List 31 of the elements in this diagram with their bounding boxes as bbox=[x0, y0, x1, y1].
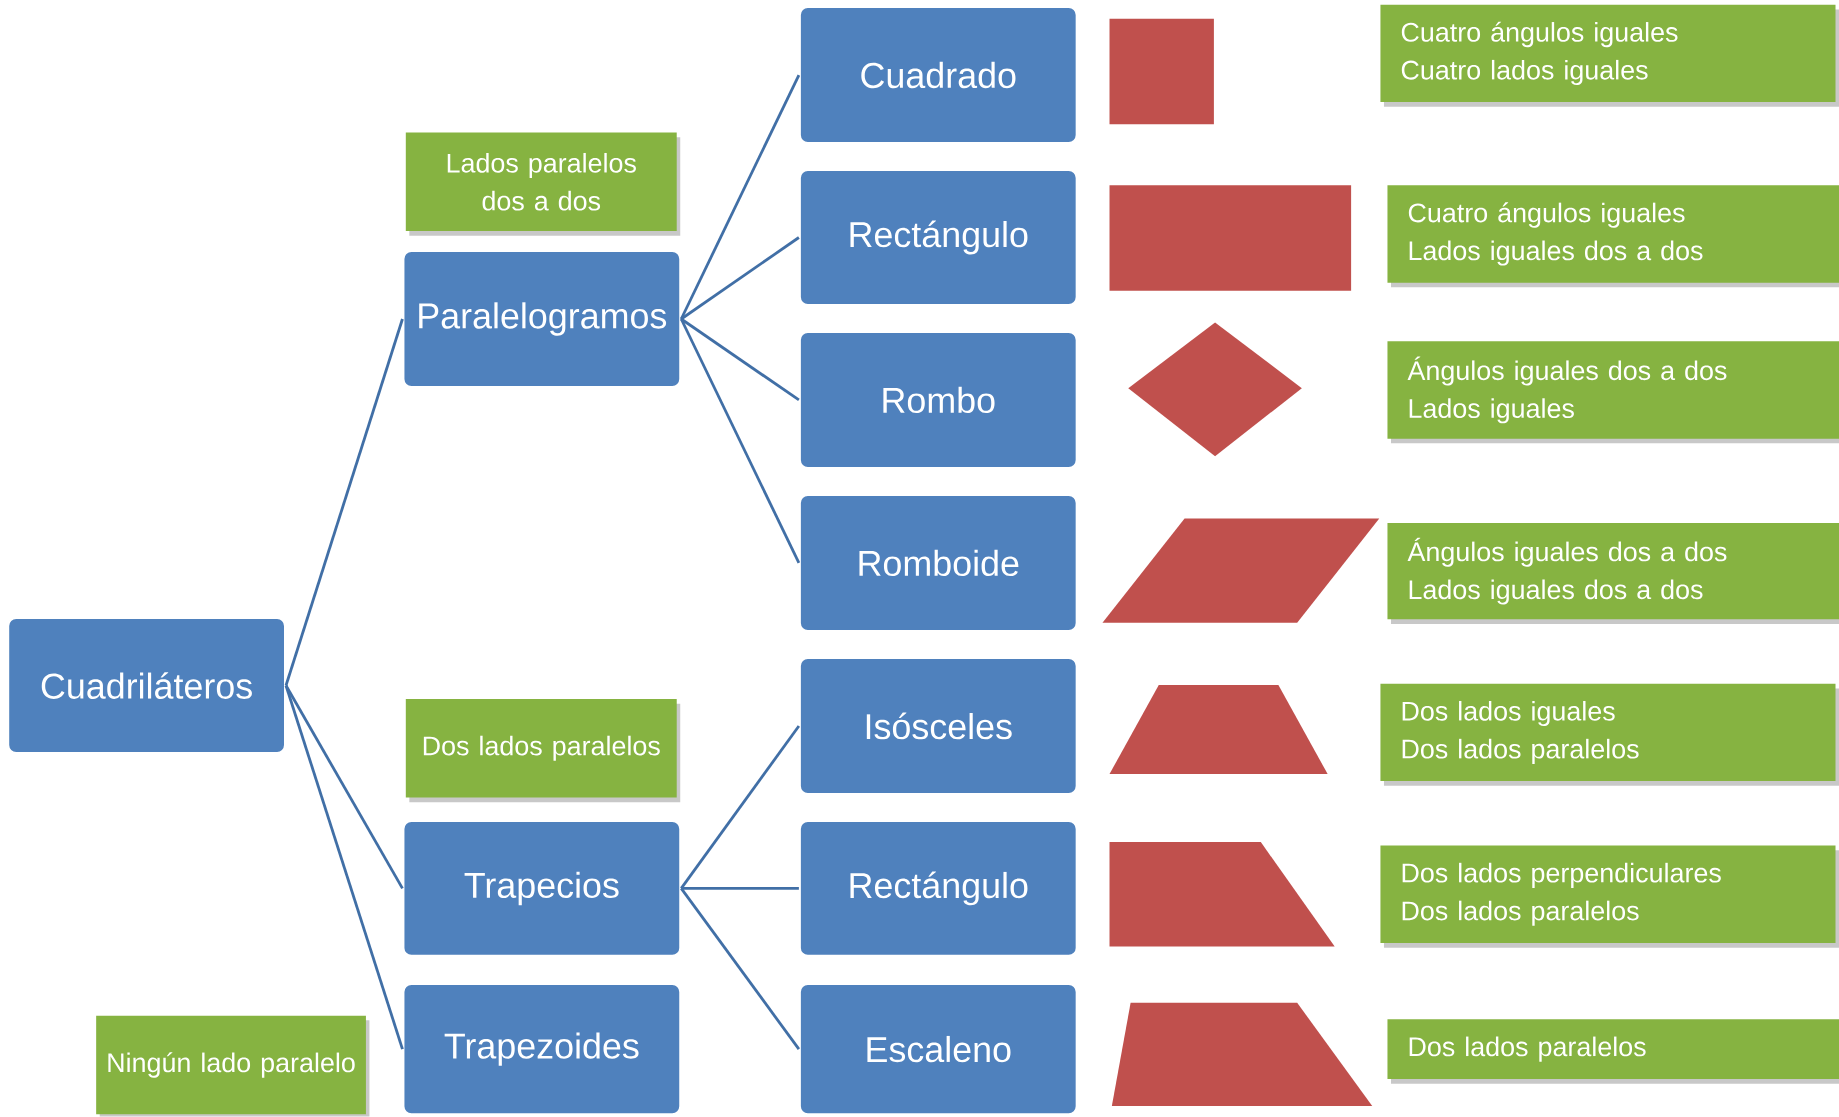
property-box: Ángulos iguales dos a dos Lados iguales dos a dos bbox=[1387, 523, 1839, 625]
category-box: Escaleno bbox=[798, 983, 1078, 1116]
property-box: Cuatro ángulos iguales Lados iguales dos a dos bbox=[1387, 185, 1839, 288]
category-box: Cuadriláteros bbox=[7, 617, 286, 755]
category-box: Trapezoides bbox=[402, 983, 682, 1116]
connector-line bbox=[284, 685, 404, 890]
connector-line bbox=[679, 74, 801, 320]
connector-line bbox=[680, 318, 800, 402]
category-box: Rectángulo bbox=[798, 169, 1078, 307]
note-box: Ningún lado paralelo bbox=[96, 1015, 370, 1117]
note-box: Lados paralelos dos a dos bbox=[405, 132, 681, 236]
category-box: Trapecios bbox=[402, 820, 682, 958]
connector-line bbox=[284, 318, 404, 687]
note-box: Dos lados paralelos bbox=[405, 699, 681, 803]
property-box: Dos lados paralelos bbox=[1387, 1019, 1839, 1084]
category-box: Paralelogramos bbox=[402, 250, 682, 389]
category-box: Cuadrado bbox=[798, 6, 1078, 145]
category-box: Rectángulo bbox=[798, 820, 1078, 958]
connector-line bbox=[680, 725, 800, 890]
category-box: Romboide bbox=[798, 494, 1078, 633]
connector-line bbox=[679, 318, 801, 564]
property-box: Dos lados perpendiculares Dos lados paralelos bbox=[1380, 845, 1839, 948]
category-box: Isósceles bbox=[798, 657, 1078, 796]
property-box: Dos lados iguales Dos lados paralelos bbox=[1380, 684, 1839, 787]
property-box: Cuatro ángulos iguales Cuatro lados iguales bbox=[1380, 4, 1839, 107]
category-box: Rombo bbox=[798, 331, 1078, 470]
connector-line bbox=[284, 685, 404, 1050]
property-box: Ángulos iguales dos a dos Lados iguales bbox=[1387, 341, 1839, 444]
connector-line bbox=[680, 236, 800, 321]
connector-line bbox=[681, 887, 799, 891]
connector-line bbox=[680, 887, 800, 1051]
